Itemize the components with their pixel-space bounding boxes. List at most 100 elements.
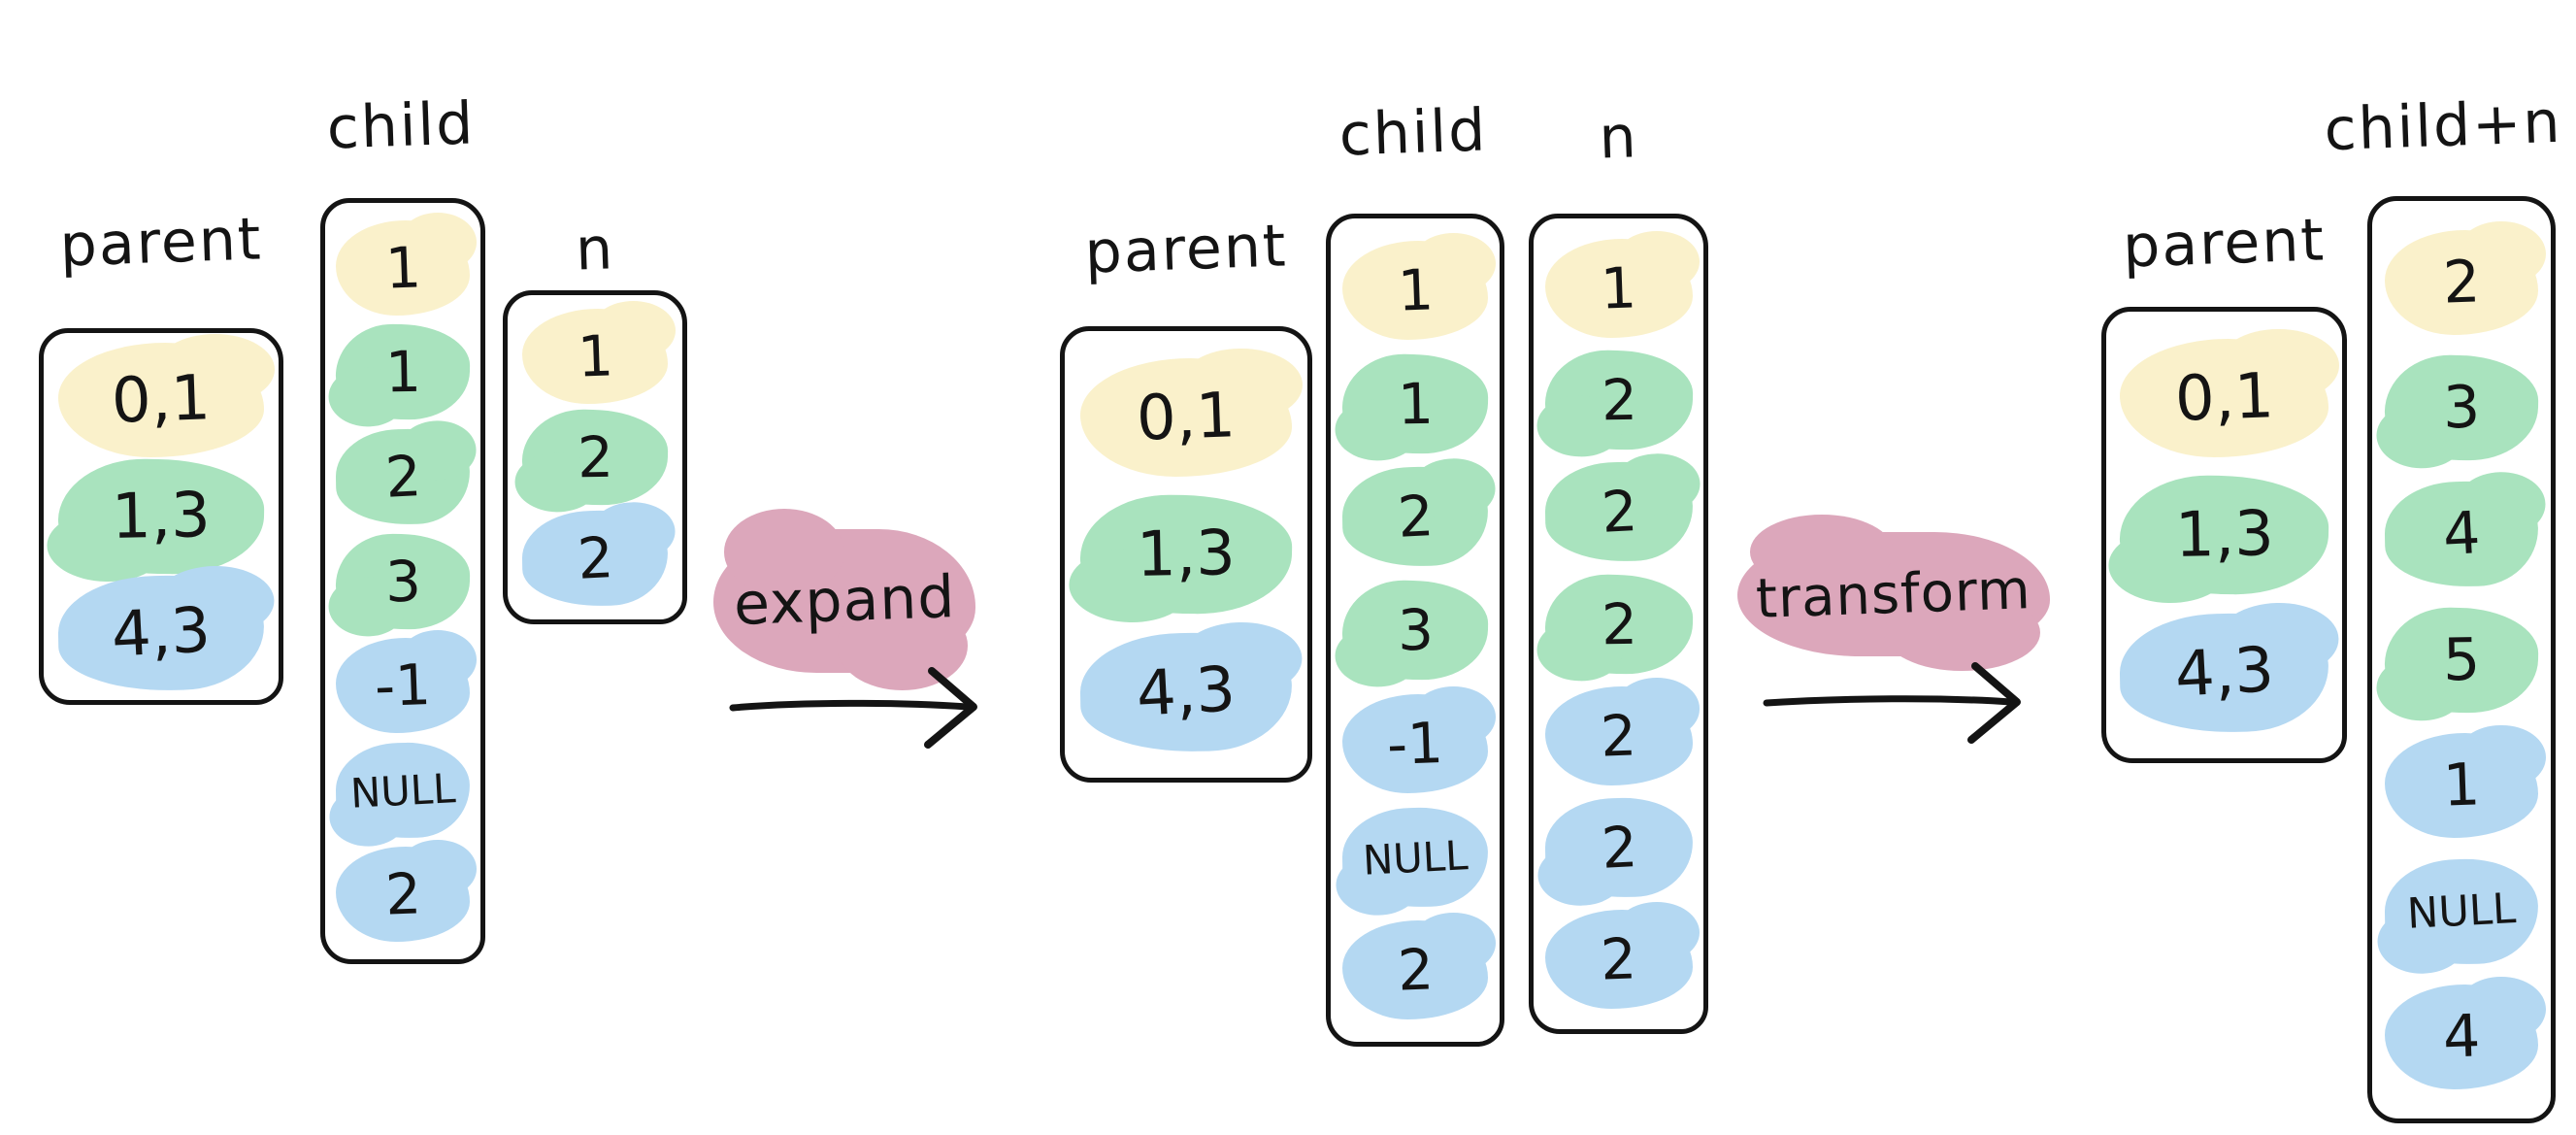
expand-operation-label: expand [732,563,957,639]
before-child-box: 1 1 2 3 -1 NULL 2 [320,198,485,964]
cell-value: NULL [348,763,457,818]
cell: 4,3 [1078,630,1294,753]
cell-value: 4 [2441,1002,2482,1073]
cell-value: 4,3 [2172,633,2276,712]
cell: 2 [1543,573,1694,675]
cell: 1,3 [2118,474,2330,596]
cell-value: 4 [2441,498,2482,569]
cell: -1 [1342,685,1496,793]
cell: 1 [522,301,676,404]
cell: NULL [335,741,471,839]
cell: 4 [2385,976,2546,1090]
cell: 0,1 [1080,348,1303,477]
cell: 0,1 [2120,328,2339,457]
cell-value: 2 [1395,483,1436,551]
before-child-label: child [325,89,477,163]
cell-value: 3 [1396,596,1435,664]
transform-operation-label: transform [1755,557,2032,631]
cell: 2 [1341,465,1489,568]
cell: NULL [1341,806,1489,908]
arrow-head [1967,662,2021,744]
cell-value: 1 [1396,370,1435,437]
cell: 1 [1341,352,1489,454]
cell-value: 2 [576,423,614,491]
arrow-shaft [729,699,972,712]
transformed-childn-label: child+n [2323,87,2563,165]
cell: 2 [1544,901,1701,1009]
cell-value: 1 [576,322,614,390]
cell: 2 [335,427,471,526]
cell-value: 2 [1599,925,1638,993]
cell-value: 5 [2442,625,2481,694]
cell: 3 [335,532,471,630]
cell-value: 2 [1599,813,1638,882]
cell-value: 0,1 [110,362,213,438]
cell-value: -1 [373,651,433,720]
cell-value: 1 [2441,751,2482,820]
expand-arrow-icon [729,667,977,749]
expand-operation-blob: expand [713,509,975,690]
cell-value: 2 [1599,478,1638,547]
expanded-n-label: n [1598,103,1639,173]
cell: 2 [1342,913,1496,1020]
cell: 5 [2384,606,2539,714]
cell: 3 [2384,353,2539,462]
cell: 1 [1342,232,1496,340]
cell-value: 1 [1599,254,1638,322]
cell-value: 1,3 [2173,498,2275,572]
expanded-parent-box: 0,1 1,3 4,3 [1060,326,1312,783]
cell-value: 1 [1396,256,1435,324]
cell-value: 2 [1600,366,1637,434]
cell: 0,1 [58,333,275,457]
cell-value: 3 [383,548,422,615]
cell: 2 [1544,678,1701,785]
before-n-label: n [574,215,616,284]
cell: 2 [1543,796,1694,899]
transform-arrow-icon [1763,662,2021,744]
expanded-n-box: 1 2 2 2 2 2 2 [1529,214,1708,1034]
cell: 2 [1543,349,1694,451]
expanded-child-label: child [1338,96,1489,170]
transformed-childn-box: 2 3 4 5 1 NULL 4 [2367,196,2556,1123]
cell: 4 [2384,480,2539,588]
cell-value: 1,3 [111,480,212,553]
before-parent-label: parent [58,205,264,281]
cell: 1,3 [56,457,266,576]
before-parent-box: 0,1 1,3 4,3 [39,328,283,705]
cell-value: 4,3 [110,594,213,672]
cell-value: 3 [2442,373,2481,443]
cell: 3 [1341,579,1489,682]
transformed-parent-box: 0,1 1,3 4,3 [2101,307,2347,763]
cell: 1,3 [1078,493,1294,616]
cell-value: 2 [2441,247,2482,317]
expanded-child-box: 1 1 2 3 -1 NULL 2 [1326,214,1504,1047]
cell-value: NULL [1361,830,1470,884]
cell: 2 [521,408,669,507]
cell-value: 2 [575,524,615,592]
cell-value: NULL [2405,884,2518,939]
cell-value: 1 [383,234,422,302]
cell: 2 [521,509,669,608]
cell: 1 [1544,230,1701,339]
cell-value: 0,1 [2173,359,2275,436]
cell-value: 2 [1396,936,1435,1004]
cell: 1 [335,323,471,421]
cell-value: 4,3 [1135,652,1238,731]
cell-value: 0,1 [1135,379,1238,455]
cell-value: 1,3 [1136,517,1237,591]
cell: 2 [2385,221,2546,335]
before-n-box: 1 2 2 [503,290,687,624]
cell-value: 2 [1600,590,1637,657]
expanded-parent-label: parent [1083,212,1289,287]
cell: 1 [2385,724,2546,839]
transform-operation-blob: transform [1737,515,2050,672]
cell-value: 1 [383,338,422,406]
arrow-head [924,667,977,749]
cell: NULL [2384,857,2539,966]
cell-value: 2 [382,442,423,511]
cell: 2 [1543,461,1694,563]
cell: 4,3 [2118,611,2330,734]
cell-value: 2 [1599,702,1638,770]
cell: 2 [336,839,477,943]
